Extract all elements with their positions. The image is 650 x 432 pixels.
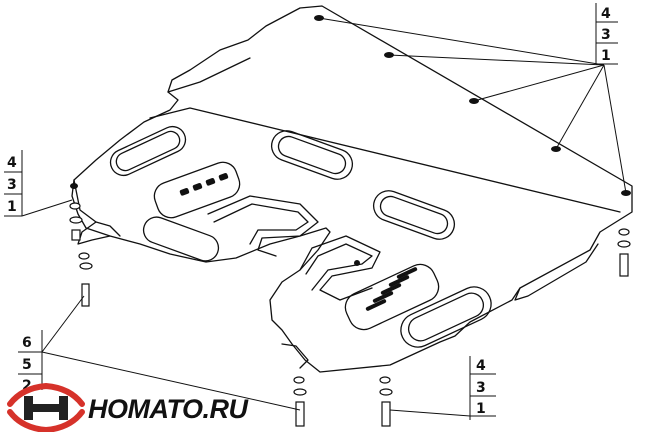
callout-left-1: 4 — [7, 155, 17, 171]
callout-left-2: 3 — [7, 177, 17, 193]
callout-bl-2: 5 — [22, 357, 32, 373]
fastener-bottom-right — [379, 376, 393, 427]
fastener-bottom-left — [293, 376, 307, 427]
fold-line — [149, 107, 621, 213]
callout-bl-1: 6 — [22, 335, 32, 351]
s-channel — [207, 195, 319, 257]
callout-left-3: 1 — [7, 199, 17, 215]
callout-br-1: 4 — [476, 358, 486, 374]
louvre-pad — [153, 161, 241, 219]
vent-slot — [270, 130, 354, 180]
callout-tr-1: 4 — [601, 6, 611, 22]
callout-bl-3: 2 — [22, 378, 32, 394]
fastener-right — [617, 228, 631, 277]
left-flange — [73, 179, 111, 245]
logo-emblem-icon — [7, 382, 85, 432]
callout-br-3: 1 — [476, 401, 486, 417]
vent-slot — [400, 286, 492, 348]
fold-line-2 — [167, 57, 251, 93]
vent-slot — [372, 190, 456, 240]
callout-tr-3: 1 — [601, 48, 611, 64]
vent-slot — [109, 125, 187, 177]
callout-br-2: 3 — [476, 380, 486, 396]
fastener-left — [69, 202, 93, 307]
louvre-pad — [344, 263, 440, 331]
bottom-flange — [281, 343, 309, 369]
vent-slot — [142, 216, 220, 262]
plate-outline — [71, 5, 633, 373]
homato-logo: HOMATO.RU — [7, 382, 250, 432]
right-flange — [514, 243, 599, 301]
callout-tr-2: 3 — [601, 27, 611, 43]
logo-text: HOMATO.RU — [88, 394, 249, 424]
